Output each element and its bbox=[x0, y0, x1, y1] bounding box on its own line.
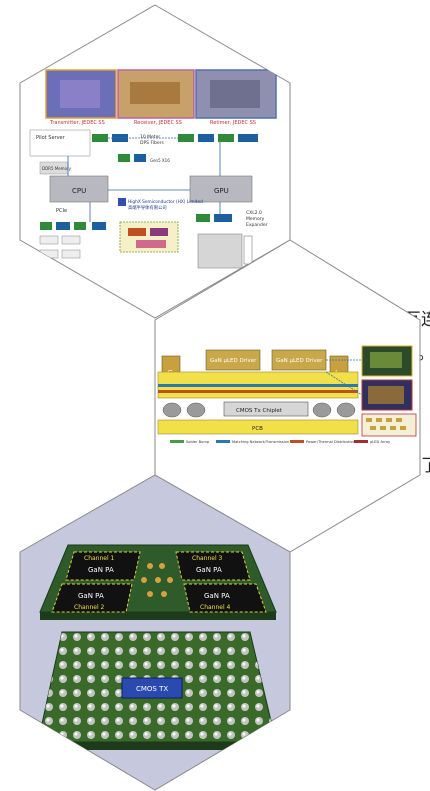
company-name: HighX Semiconductor (HX) Limited bbox=[128, 199, 203, 205]
legend-uled: µLED Array bbox=[370, 440, 391, 444]
cmos-chiplet bbox=[223, 401, 309, 417]
legend-power: Power/Thermal Distribution bbox=[306, 440, 355, 444]
receiver-title: Receiver, JEDEC SS bbox=[134, 120, 182, 126]
retimer-die-photo bbox=[195, 69, 277, 119]
svg-text:10 Meter: 10 Meter bbox=[140, 134, 160, 140]
channel-4-label: Channel 4 bbox=[200, 604, 231, 611]
pcb-layer bbox=[157, 419, 359, 435]
transmitter-title: Transmitter, JEDEC SS bbox=[49, 120, 105, 126]
chiplet-label: CMOS Tx Chiplet bbox=[236, 408, 283, 414]
ddr-label: DDR5 Memory bbox=[42, 166, 72, 171]
cpu-box bbox=[49, 175, 109, 203]
channel-3-pa: GaN PA bbox=[196, 566, 222, 574]
gpu-label: GPU bbox=[214, 187, 229, 195]
cmos-tx-chip bbox=[121, 677, 183, 699]
legend-solder: Solder Bump bbox=[186, 440, 210, 444]
svg-text:Memory: Memory bbox=[246, 216, 265, 222]
legend-matching: Matching Network/Transmission Line bbox=[232, 440, 299, 444]
svg-text:DPS Fibers: DPS Fibers bbox=[140, 140, 164, 146]
pcb-label: PCB bbox=[252, 426, 263, 432]
channel-1: Channel 1 GaN PA bbox=[65, 551, 141, 581]
pilot-server-label: Pilot Server bbox=[36, 135, 66, 141]
hex-bottom: Channel 1 GaN PA Channel 3 GaN PA GaN PA… bbox=[19, 474, 291, 791]
channel-3-label: Channel 3 bbox=[192, 555, 223, 562]
channel-4-pa: GaN PA bbox=[204, 592, 230, 600]
uled-driver-left bbox=[205, 349, 261, 371]
cmos-tx-label: CMOS TX bbox=[136, 685, 168, 693]
channel-2-label: Channel 2 bbox=[74, 604, 105, 611]
uled-array-photo bbox=[361, 413, 417, 437]
pcie-label: PCIe bbox=[56, 208, 67, 214]
svg-text:Expander: Expander bbox=[246, 222, 268, 228]
channel-4: GaN PA Channel 4 bbox=[183, 583, 267, 613]
hex-top: Transmitter, JEDEC SS Receiver, JEDEC SS… bbox=[19, 4, 291, 319]
channel-2: GaN PA Channel 2 bbox=[51, 583, 133, 613]
driver-right-label: GaN µLED Driver bbox=[276, 358, 323, 364]
channel-2-pa: GaN PA bbox=[78, 592, 104, 600]
cpu-label: CPU bbox=[72, 187, 86, 195]
company-name-cn: 高端半导体有限公司 bbox=[128, 204, 167, 211]
hex-middle: GaN µLED Driver GaN µLED Driver C L CMOS… bbox=[154, 239, 421, 553]
channel-1-label: Channel 1 bbox=[84, 555, 115, 562]
retimer-title: Retimer, JEDEC SS bbox=[210, 120, 256, 126]
gpu-box bbox=[189, 175, 253, 203]
driver-left-label: GaN µLED Driver bbox=[210, 358, 257, 364]
svg-text:Gen5 X16: Gen5 X16 bbox=[150, 158, 170, 163]
svg-text:CXL2.0: CXL2.0 bbox=[246, 210, 262, 216]
channel-3: Channel 3 GaN PA bbox=[175, 551, 251, 581]
channel-1-pa: GaN PA bbox=[88, 566, 114, 574]
